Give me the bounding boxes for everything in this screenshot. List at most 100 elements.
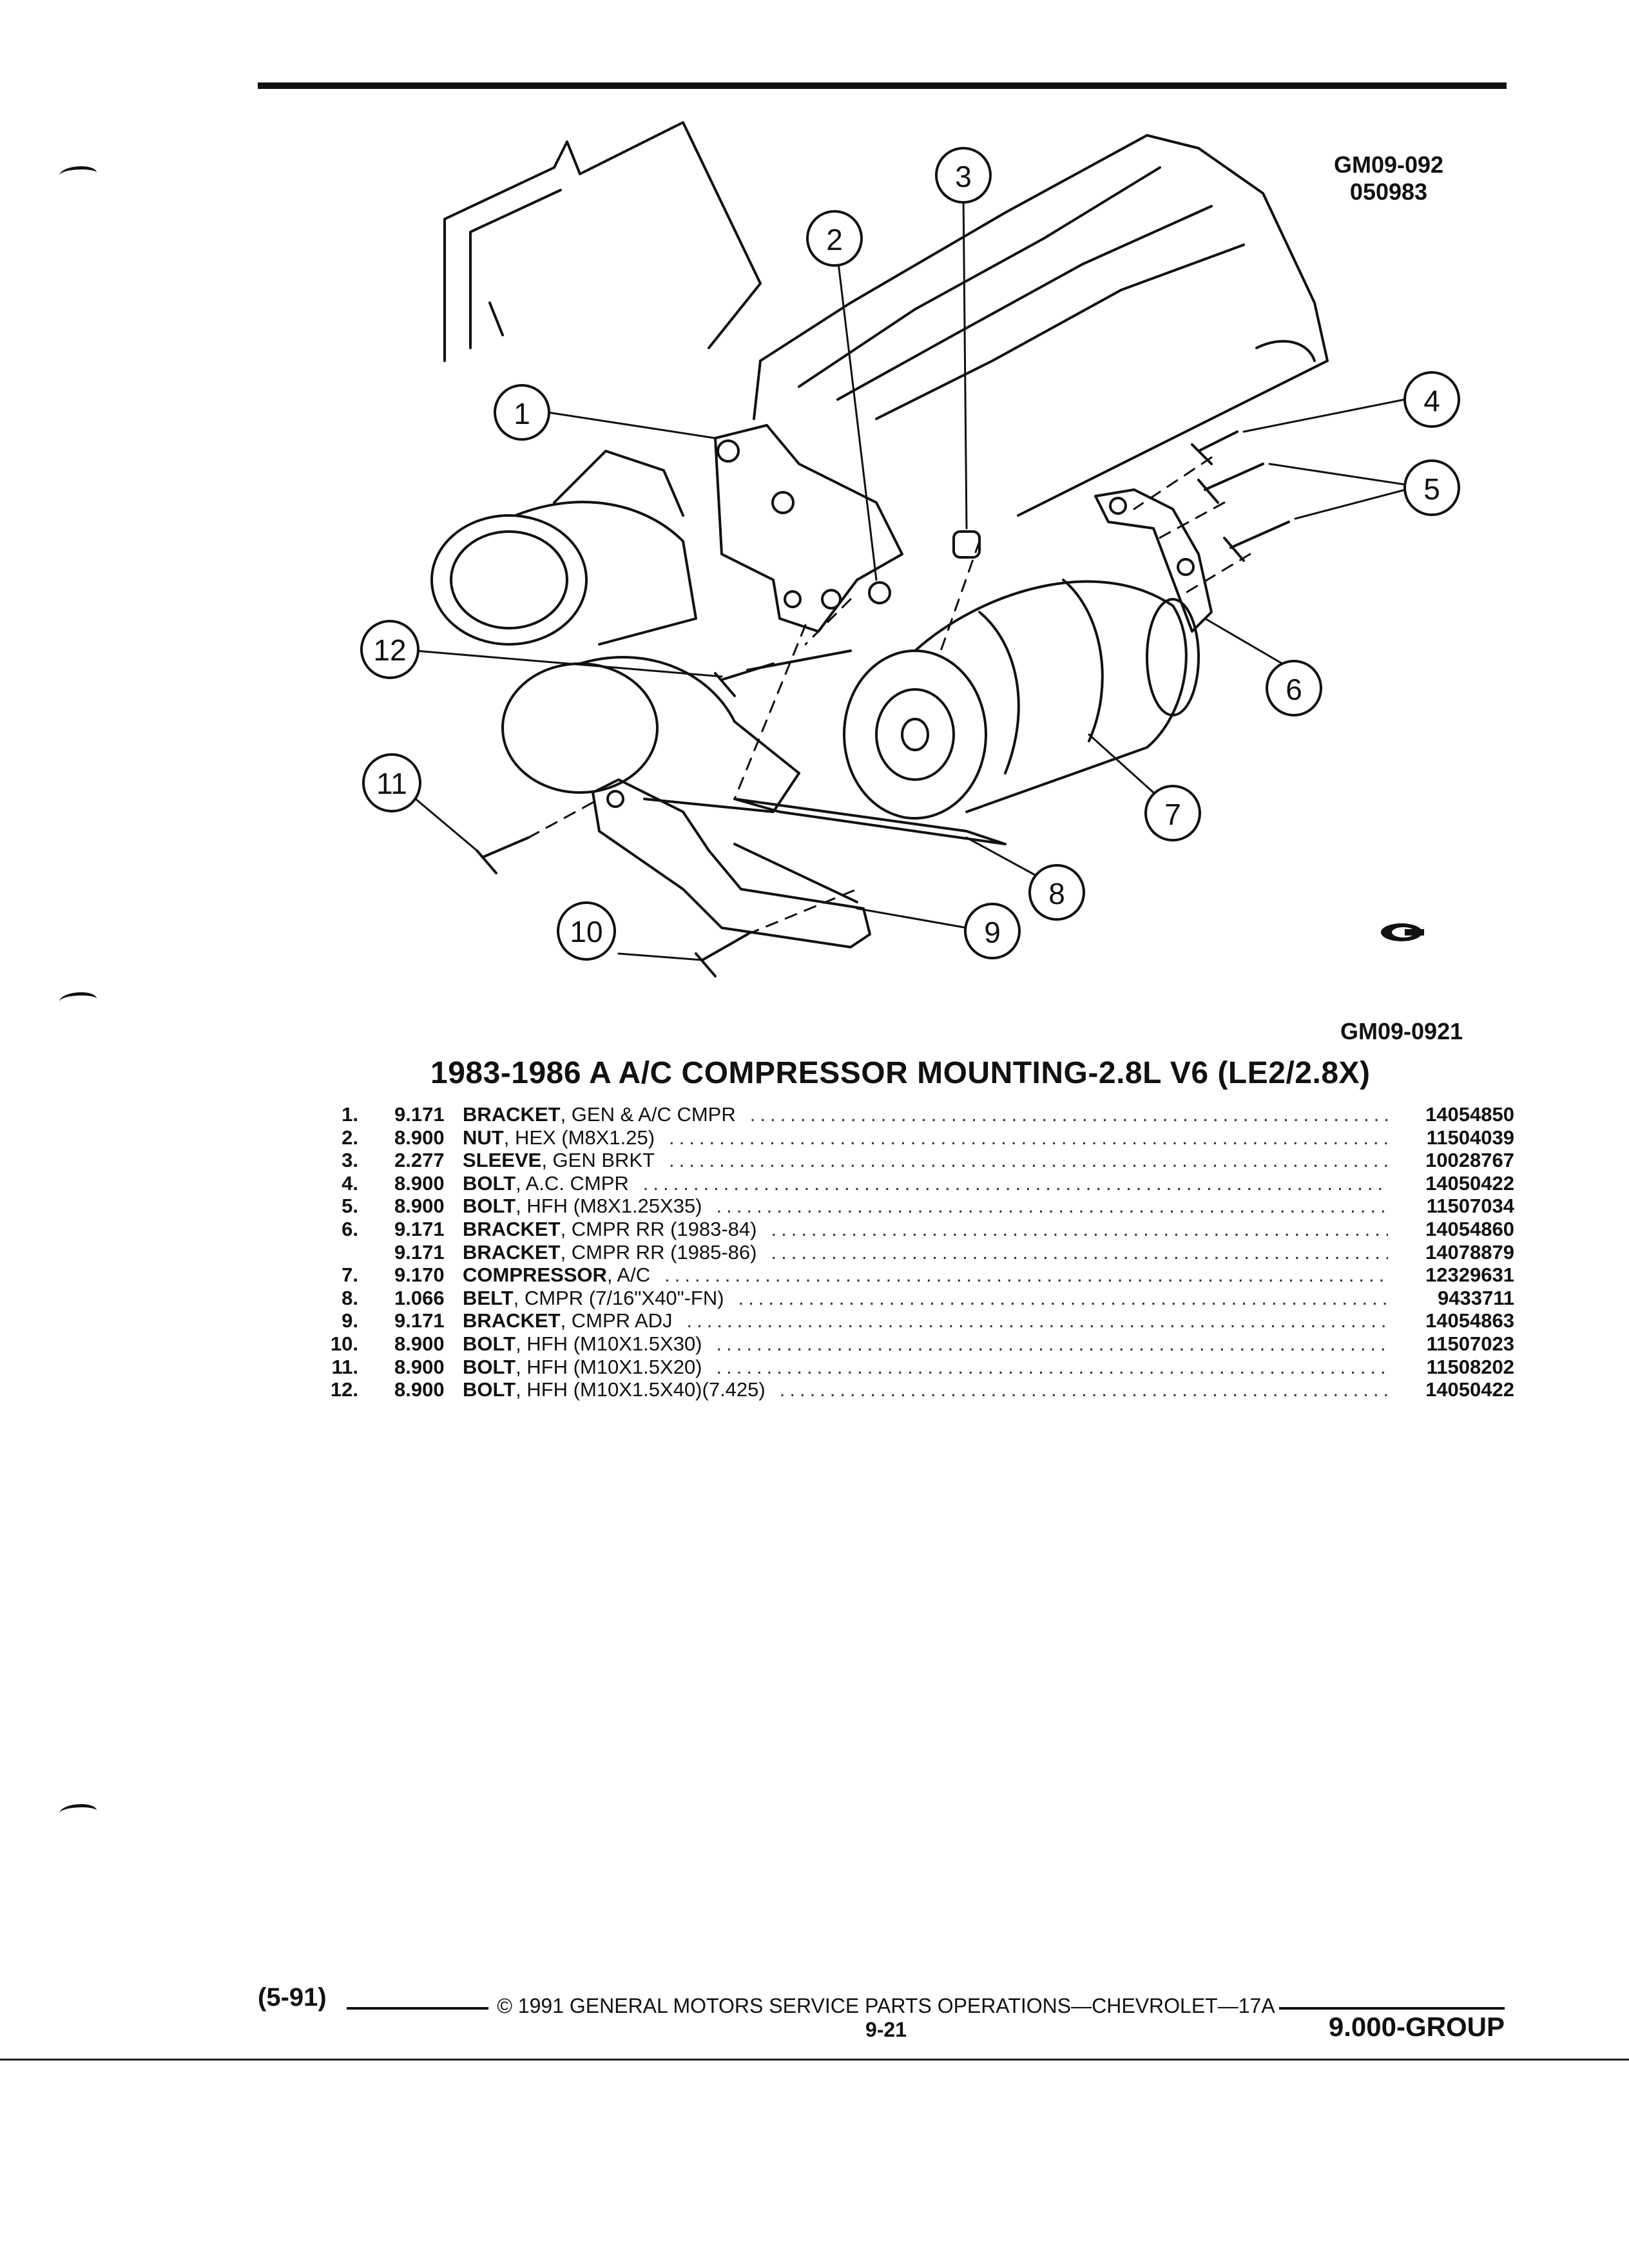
- group-number: 8.900: [394, 1126, 445, 1149]
- item-noun: COMPRESSOR: [463, 1264, 607, 1287]
- bracket-cmpr-adj: [592, 778, 871, 948]
- item-detail: , HEX (M8X1.25): [503, 1126, 655, 1149]
- group-number: 9.171: [394, 1309, 445, 1332]
- gm-logo-icon: [1381, 923, 1424, 941]
- top-rule: [258, 82, 1507, 89]
- part-number: 14054860: [1425, 1217, 1514, 1240]
- item-detail: , HFH (M10X1.5X30): [516, 1332, 702, 1355]
- compressor-body: [843, 579, 1200, 820]
- dot-leader: ........................................…: [669, 1149, 1388, 1172]
- part-number: 11507034: [1426, 1195, 1514, 1218]
- part-number: 14050422: [1425, 1171, 1514, 1195]
- part-number: 14050422: [1425, 1378, 1514, 1401]
- item-noun: BOLT: [463, 1195, 516, 1218]
- engine-outline: [443, 121, 1329, 517]
- svg-text:1: 1: [514, 397, 530, 430]
- svg-text:7: 7: [1164, 798, 1181, 831]
- item-detail: , CMPR ADJ: [560, 1309, 673, 1332]
- callout-7: 7: [1144, 785, 1201, 841]
- callout-1: 1: [494, 384, 550, 441]
- item-description: BOLT, HFH (M10X1.5X20): [463, 1356, 702, 1379]
- part-number: 11507023: [1426, 1332, 1514, 1355]
- callout-11: 11: [362, 753, 421, 812]
- item-noun: BOLT: [463, 1378, 516, 1401]
- item-detail: , GEN BRKT: [541, 1149, 655, 1172]
- item-detail: , HFH (M10X1.5X20): [516, 1355, 702, 1378]
- exploded-parts-diagram: 1 2 3 4 5 6 7 8 9 10 11 12 .diagram text…: [360, 121, 1460, 977]
- group-number: 9.171: [394, 1217, 445, 1240]
- item-description: BOLT, HFH (M10X1.5X30): [463, 1332, 702, 1356]
- item-detail: , CMPR (7/16"X40"-FN): [513, 1286, 724, 1309]
- bracket-gen-ac: [714, 424, 903, 633]
- svg-text:8: 8: [1048, 877, 1065, 910]
- group-number: 8.900: [394, 1378, 445, 1401]
- item-detail: , A/C: [606, 1264, 651, 1287]
- item-description: SLEEVE, GEN BRKT: [463, 1149, 655, 1172]
- item-description: BRACKET, CMPR RR (1985-86): [463, 1241, 757, 1264]
- callout-9: 9: [964, 903, 1021, 959]
- table-row: 9. 9.171 BRACKET, CMPR ADJ................…: [322, 1309, 1514, 1332]
- svg-text:10: 10: [570, 915, 602, 948]
- item-description: NUT, HEX (M8X1.25): [463, 1126, 655, 1149]
- dot-leader: ........................................…: [738, 1286, 1388, 1309]
- dot-leader: ........................................…: [642, 1171, 1388, 1195]
- punch-mark: [59, 166, 97, 182]
- part-number: 14054850: [1425, 1103, 1514, 1126]
- callout-12: 12: [360, 620, 419, 679]
- item-number: 8.: [342, 1286, 358, 1309]
- dot-leader: ........................................…: [771, 1217, 1388, 1240]
- dot-leader: ........................................…: [669, 1126, 1388, 1149]
- group-number: 9.171: [394, 1103, 445, 1126]
- item-noun: BRACKET: [463, 1309, 561, 1332]
- item-noun: SLEEVE: [463, 1149, 542, 1172]
- item-description: BOLT, A.C. CMPR: [463, 1172, 629, 1195]
- diagram-code-top: GM09-092 050983: [1308, 151, 1469, 206]
- footer-rule: [347, 2007, 488, 2010]
- item-number: 3.: [342, 1149, 358, 1172]
- callout-2: 2: [806, 210, 863, 267]
- nut-and-sleeve: [868, 530, 981, 604]
- svg-text:5: 5: [1423, 472, 1440, 506]
- item-number: 1.: [342, 1103, 358, 1126]
- part-number: 11508202: [1426, 1355, 1514, 1378]
- dot-leader: ........................................…: [664, 1264, 1388, 1287]
- footer-group: 9.000-GROUP: [1328, 2012, 1505, 2042]
- diagram-code-line: GM09-092: [1333, 151, 1444, 178]
- item-detail: , A.C. CMPR: [516, 1171, 629, 1195]
- group-number: 8.900: [394, 1195, 445, 1218]
- dot-leader: ........................................…: [716, 1332, 1388, 1355]
- svg-text:6: 6: [1286, 673, 1302, 706]
- dot-leader: ........................................…: [771, 1240, 1388, 1264]
- leader-lines: [414, 192, 1419, 961]
- svg-text:2: 2: [826, 223, 843, 256]
- item-number: 9.: [342, 1309, 358, 1332]
- item-number: 2.: [342, 1126, 358, 1149]
- item-detail: , HFH (M8X1.25X35): [516, 1195, 702, 1218]
- item-description: BRACKET, CMPR RR (1983-84): [463, 1218, 757, 1241]
- svg-text:12: 12: [373, 633, 406, 667]
- svg-text:4: 4: [1423, 384, 1440, 418]
- svg-text:9: 9: [984, 916, 1001, 949]
- dot-leader: ........................................…: [779, 1378, 1388, 1401]
- group-number: 8.900: [394, 1171, 445, 1195]
- assembly-lines: [527, 456, 1251, 936]
- item-detail: , GEN & A/C CMPR: [560, 1103, 736, 1126]
- group-number: 2.277: [394, 1149, 445, 1172]
- part-number: 11504039: [1426, 1126, 1514, 1149]
- diagram-code-line: 050983: [1349, 178, 1428, 205]
- belt: [733, 649, 1007, 845]
- group-number: 9.170: [394, 1264, 445, 1287]
- dot-leader: ........................................…: [686, 1309, 1388, 1332]
- page-number: 9-21: [865, 2018, 907, 2041]
- item-number: 12.: [330, 1378, 358, 1401]
- callout-3: 3: [935, 147, 992, 204]
- item-number: 10.: [330, 1332, 358, 1355]
- bracket-cmpr-rear: [1094, 488, 1213, 633]
